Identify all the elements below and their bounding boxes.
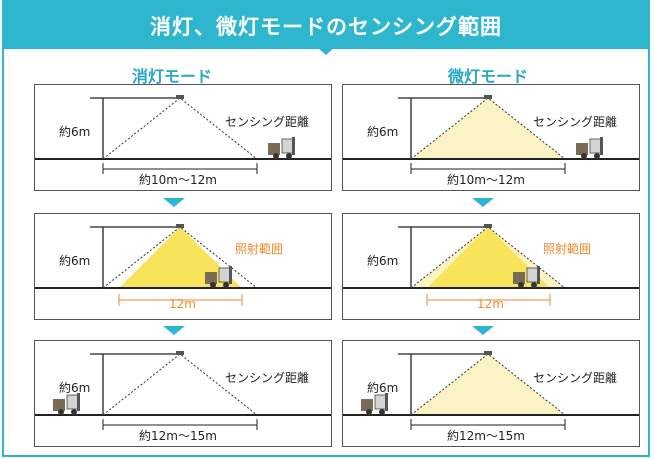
- dim-mode-panel-extended: 約6m センシング距離 約12m〜15m: [342, 340, 640, 447]
- header-pointer: [317, 47, 335, 55]
- forklift-icon: [576, 137, 603, 159]
- range-label: 12m: [477, 297, 504, 311]
- illumination-range-label: 照射範囲: [235, 242, 284, 256]
- height-label: 約6m: [367, 254, 399, 268]
- down-arrow-icon: [472, 198, 494, 207]
- off-mode-panel-idle: 約6m センシング距離 約10m〜12m: [34, 84, 332, 191]
- column-title-dim-mode: 微灯モード: [447, 67, 528, 86]
- forklift-icon: [361, 393, 388, 415]
- off-mode-panel-extended: 約6m センシング距離 約12m〜15m: [34, 340, 332, 447]
- illumination-range-label: 照射範囲: [543, 242, 592, 256]
- off-extended-figure: [35, 351, 331, 430]
- range-label: 12m: [169, 297, 196, 311]
- ceiling-light-icon: [176, 351, 184, 355]
- off-lit-figure: [35, 224, 331, 306]
- column-title-off-mode: 消灯モード: [131, 67, 212, 86]
- ceiling-light-icon: [484, 224, 492, 228]
- ceiling-light-icon: [484, 95, 492, 99]
- distance-label: 約12m〜15m: [447, 429, 525, 443]
- dim-extended-figure: [343, 351, 639, 430]
- off-mode-panel-lit: 約6m 照射範囲 12m: [34, 213, 332, 320]
- off-idle-figure: [35, 95, 331, 174]
- forklift-icon: [513, 266, 540, 288]
- ceiling-light-icon: [176, 95, 184, 99]
- distance-label: 約10m〜12m: [447, 173, 525, 187]
- sensing-distance-label: センシング距離: [533, 371, 618, 385]
- height-label: 約6m: [59, 381, 91, 395]
- sensing-distance-label: センシング距離: [225, 115, 310, 129]
- dim-glow: [411, 98, 565, 159]
- page-title: 消灯、微灯モードのセンシング範囲: [4, 2, 648, 49]
- dim-mode-panel-lit: 約6m 照射範囲 12m: [342, 213, 640, 320]
- dim-lit-figure: [343, 224, 639, 306]
- forklift-icon: [53, 393, 80, 415]
- distance-label: 約12m〜15m: [139, 429, 217, 443]
- forklift-icon: [205, 266, 232, 288]
- down-arrow-icon: [472, 326, 494, 335]
- dim-idle-figure: [343, 95, 639, 174]
- sensing-triangle: [102, 97, 258, 160]
- height-label: 約6m: [367, 381, 399, 395]
- height-label: 約6m: [59, 125, 91, 139]
- down-arrow-icon: [163, 198, 185, 207]
- ceiling-light-icon: [176, 224, 184, 228]
- distance-label: 約10m〜12m: [139, 173, 217, 187]
- sensing-distance-label: センシング距離: [225, 371, 310, 385]
- ceiling-light-icon: [484, 351, 492, 355]
- dim-mode-panel-idle: 約6m センシング距離 約10m〜12m: [342, 84, 640, 191]
- height-label: 約6m: [367, 125, 399, 139]
- sensing-distance-label: センシング距離: [533, 115, 618, 129]
- down-arrow-icon: [163, 326, 185, 335]
- height-label: 約6m: [59, 254, 91, 268]
- forklift-icon: [268, 137, 295, 159]
